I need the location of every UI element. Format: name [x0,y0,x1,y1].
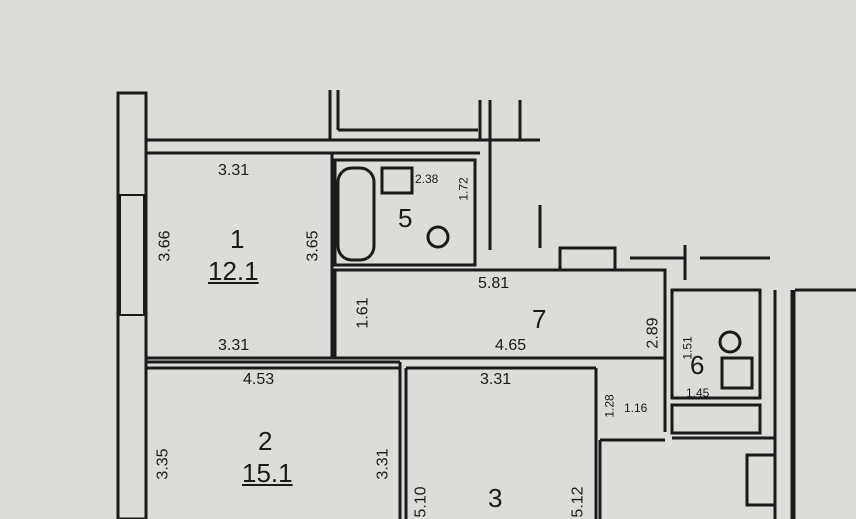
dim-hall-height: 1.28 [602,394,617,418]
dim-room3-left: 5.10 [412,486,430,518]
room6-number: 6 [690,350,705,380]
dim-room1-left: 3.66 [156,230,174,262]
room2-area: 15.1 [242,458,293,488]
dim-room7-left: 1.61 [354,297,372,329]
dim-room1-right: 3.65 [304,230,322,262]
dim-room6-width: 1.45 [686,386,710,400]
dim-room7-right: 2.89 [644,317,662,349]
dim-room2-left: 3.35 [154,448,172,480]
room5-number: 5 [398,203,413,233]
dim-room7-top: 5.81 [478,275,510,292]
dim-room2-right: 3.31 [374,448,392,480]
room2-number: 2 [258,426,273,456]
dim-hall-width: 1.16 [624,401,648,415]
dim-room5-width: 2.38 [415,172,439,186]
room3-number: 3 [488,483,503,513]
dim-room1-bottom: 3.31 [218,337,250,354]
room1-area: 12.1 [208,256,259,286]
dim-room2-top: 4.53 [243,371,275,388]
room1-number: 1 [230,224,245,254]
dim-room1-top: 3.31 [218,162,250,179]
dim-room5-height: 1.72 [456,177,471,201]
dim-room3-right: 5.12 [569,486,587,518]
room7-number: 7 [532,304,547,334]
dim-room3-top: 3.31 [480,371,512,388]
dim-room7-bottom: 4.65 [495,337,527,354]
